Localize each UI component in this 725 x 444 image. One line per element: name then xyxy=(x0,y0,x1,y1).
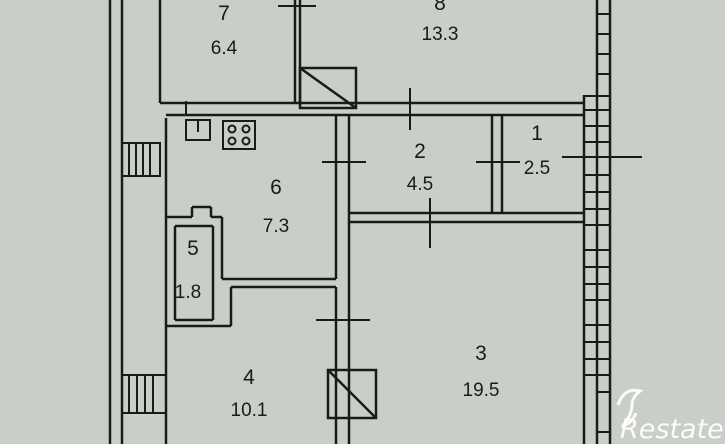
room-4-number: 4 xyxy=(243,366,255,389)
room-labels: 7 6.4 8 13.3 6 7.3 2 4.5 1 2.5 5 1.8 4 1… xyxy=(175,0,550,421)
room-7-area: 6.4 xyxy=(211,38,238,59)
room-1-number: 1 xyxy=(531,122,543,145)
watermark-text: Restate xyxy=(620,414,724,444)
stove-icon xyxy=(222,120,256,150)
room-3-area: 19.5 xyxy=(463,380,500,401)
room-5-area: 1.8 xyxy=(175,282,201,303)
room-8-area: 13.3 xyxy=(422,24,459,45)
room-4-area: 10.1 xyxy=(231,400,268,421)
sink-icon xyxy=(185,119,211,141)
room-5-number: 5 xyxy=(187,237,199,260)
door-markers xyxy=(185,5,642,321)
watermark-logo: Restate xyxy=(616,388,724,444)
room-2-area: 4.5 xyxy=(407,174,433,195)
room-6-number: 6 xyxy=(270,176,282,199)
windows xyxy=(121,13,611,433)
room-3-number: 3 xyxy=(475,342,487,365)
room-6-area: 7.3 xyxy=(263,216,289,237)
shaft-box xyxy=(326,368,378,420)
room-2-number: 2 xyxy=(414,140,426,163)
vent-shaft xyxy=(298,66,358,110)
room-7-number: 7 xyxy=(218,2,230,25)
room-1-area: 2.5 xyxy=(524,158,550,179)
room-8-number: 8 xyxy=(434,0,446,15)
